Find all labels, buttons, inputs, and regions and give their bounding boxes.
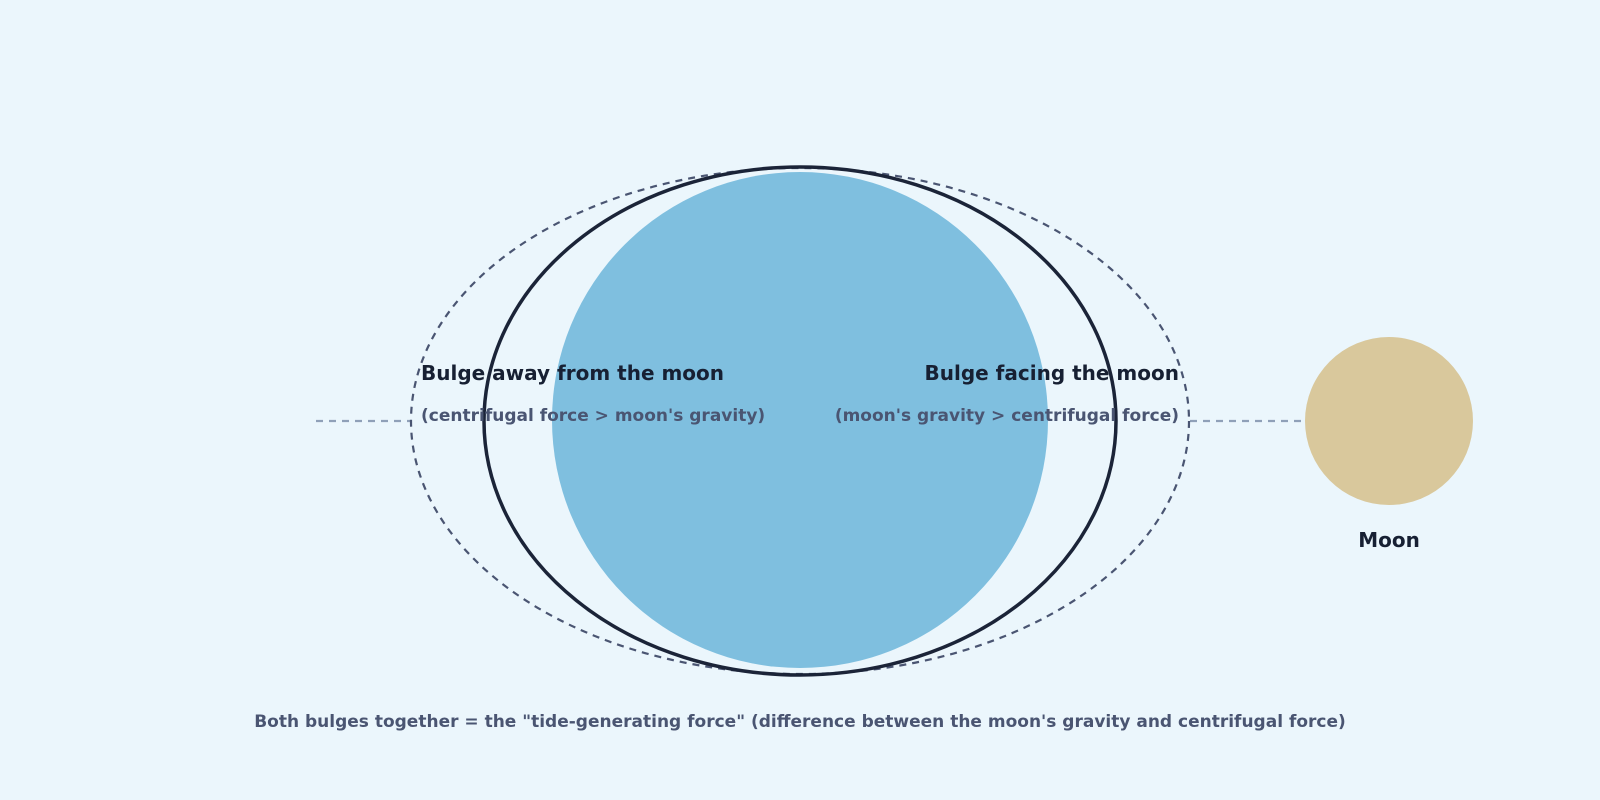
bulge-facing-subtitle: (moon's gravity > centrifugal force) bbox=[835, 406, 1179, 426]
bulge-away-subtitle: (centrifugal force > moon's gravity) bbox=[421, 406, 765, 426]
water-bulge-ellipse bbox=[482, 165, 1118, 677]
moon-label: Moon bbox=[1358, 528, 1420, 552]
bulge-facing-title: Bulge facing the moon bbox=[925, 361, 1180, 385]
caption-text: Both bulges together = the "tide-generat… bbox=[254, 712, 1346, 732]
moon-circle bbox=[1305, 337, 1473, 505]
bulge-away-title: Bulge away from the moon bbox=[421, 361, 724, 385]
earth-circle bbox=[552, 172, 1048, 668]
